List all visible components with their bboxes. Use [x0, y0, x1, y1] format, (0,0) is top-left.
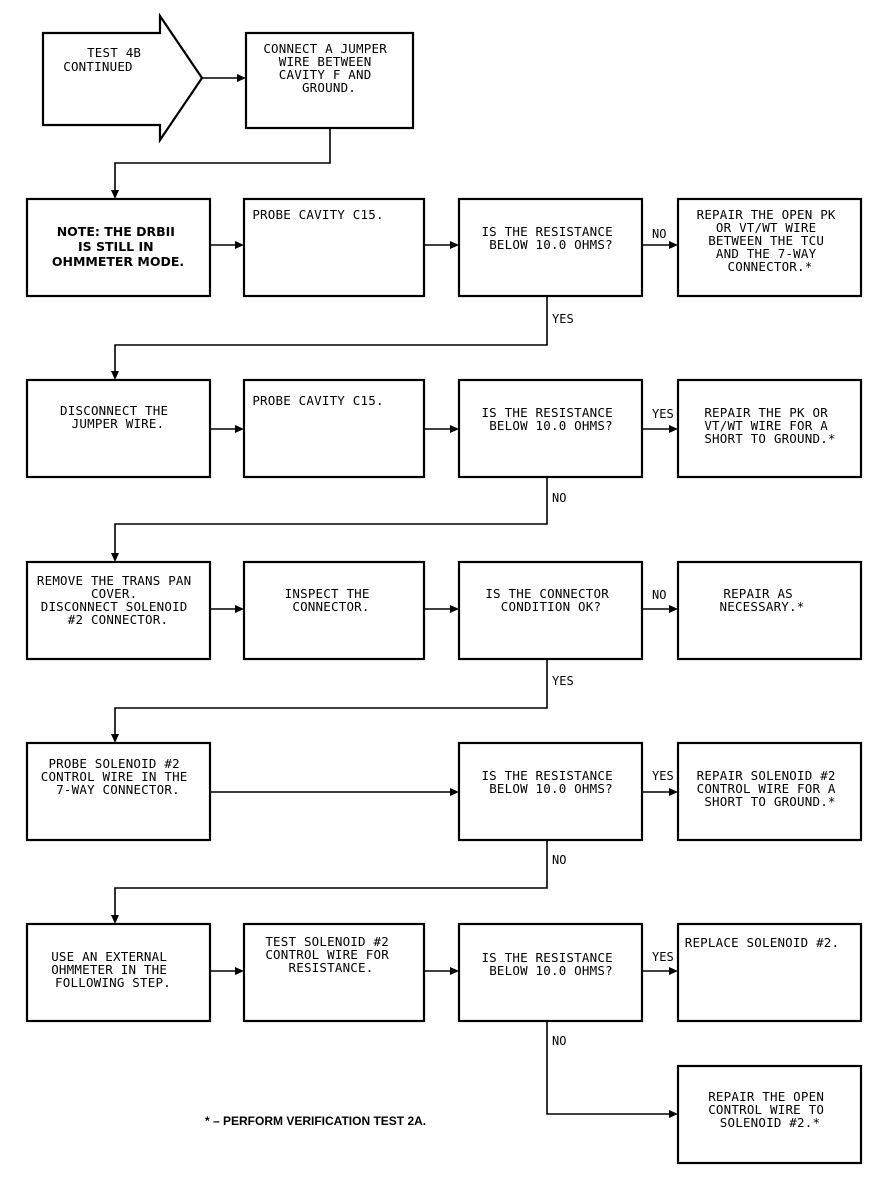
connector-decision4-no: NO — [111, 840, 566, 924]
svg-text:CONNECT A JUMPER WIRE BE: CONNECT A JUMPER WIRE BETWEEN CAVITY F A… — [263, 41, 394, 95]
label-yes-4: YES — [652, 769, 674, 783]
svg-text:REPAIR THE OPEN PK OR VT: REPAIR THE OPEN PK OR VT/WT WIRE BETWEEN… — [697, 207, 844, 274]
connector-inspect-to-decision3 — [424, 605, 459, 613]
svg-text:INSPECT THE CONNECTOR.: INSPECT THE CONNECTOR. — [285, 586, 378, 614]
decision-resistance-3: IS THE RESISTANCE BELOW 10.0 OHMS? — [457, 741, 644, 842]
connector-probe-to-decision2 — [424, 425, 459, 433]
connector-decision1-no: NO — [642, 227, 678, 249]
decision-connector: IS THE CONNECTOR CONDITION OK? — [457, 560, 644, 661]
step-repair-open-control: REPAIR THE OPEN CONTROL WIRE TO SOLENOID… — [676, 1064, 863, 1165]
label-no-1: NO — [652, 227, 666, 241]
step-probe-solenoid: PROBE SOLENOID #2 CONTROL WIRE IN THE 7-… — [25, 741, 212, 842]
footnote: * – PERFORM VERIFICATION TEST 2A. — [205, 1114, 426, 1128]
step-replace-solenoid: REPLACE SOLENOID #2. — [676, 922, 863, 1023]
svg-text:NOTE: THE DRBII IS STIL: NOTE: THE DRBII IS STILL IN OHMMETER MOD… — [52, 224, 184, 269]
connector-note-to-probe — [210, 241, 244, 249]
svg-text:USE AN EXTERNAL OHMMETER: USE AN EXTERNAL OHMMETER IN THE FOLLOWIN… — [51, 949, 175, 990]
decision-resistance-2: IS THE RESISTANCE BELOW 10.0 OHMS? — [457, 378, 644, 479]
svg-text:IS THE RESISTANCE BELOW: IS THE RESISTANCE BELOW 10.0 OHMS? — [481, 405, 620, 433]
svg-text:IS THE CONNECTOR CONDITI: IS THE CONNECTOR CONDITION OK? — [485, 586, 616, 614]
connector-decision3-no: NO — [642, 588, 678, 613]
svg-text:REPAIR SOLENOID #2 CONTR: REPAIR SOLENOID #2 CONTROL WIRE FOR A SH… — [697, 768, 844, 809]
step-repair-pk-short: REPAIR THE PK OR VT/WT WIRE FOR A SHORT … — [676, 378, 863, 479]
svg-text:IS THE RESISTANCE BELOW: IS THE RESISTANCE BELOW 10.0 OHMS? — [481, 224, 620, 252]
svg-text:PROBE CAVITY C15.: PROBE CAVITY C15. — [252, 393, 383, 408]
decision-resistance-4: IS THE RESISTANCE BELOW 10.0 OHMS? — [457, 922, 644, 1023]
svg-text:REPAIR THE PK OR VT/WT W: REPAIR THE PK OR VT/WT WIRE FOR A SHORT … — [704, 405, 835, 446]
svg-text:REMOVE THE TRANS PAN COV: REMOVE THE TRANS PAN COVER. DISCONNECT S… — [37, 573, 199, 627]
connector-decision5-no: NO — [546, 1021, 678, 1118]
step-inspect-connector: INSPECT THE CONNECTOR. — [242, 560, 426, 661]
connector-test-to-decision5 — [424, 967, 459, 975]
start-arrow-shape: TEST 4B CONTINUED — [41, 12, 204, 144]
label-no-4: NO — [552, 853, 566, 867]
step-repair-solenoid-short: REPAIR SOLENOID #2 CONTROL WIRE FOR A SH… — [676, 741, 863, 842]
step-remove-pan: REMOVE THE TRANS PAN COVER. DISCONNECT S… — [25, 560, 212, 661]
label-no-2: NO — [552, 491, 566, 505]
connector-decision2-no: NO — [111, 477, 566, 562]
svg-text:DISCONNECT THE JUMPER WI: DISCONNECT THE JUMPER WIRE. — [60, 403, 176, 431]
step-repair-as-necessary: REPAIR AS NECESSARY.* — [676, 560, 863, 661]
svg-text:IS THE RESISTANCE BELOW: IS THE RESISTANCE BELOW 10.0 OHMS? — [481, 950, 620, 978]
connector-ohmmeter-to-test — [210, 967, 244, 975]
connector-probe-solenoid-to-decision4 — [210, 788, 459, 796]
step-repair-open-pk: REPAIR THE OPEN PK OR VT/WT WIRE BETWEEN… — [676, 197, 863, 298]
svg-text:REPLACE SOLENOID #2.: REPLACE SOLENOID #2. — [685, 935, 840, 950]
decision-resistance-1: IS THE RESISTANCE BELOW 10.0 OHMS? — [457, 197, 644, 298]
connector-decision2-yes: YES — [642, 407, 678, 433]
svg-text:REPAIR THE OPEN CONTROL: REPAIR THE OPEN CONTROL WIRE TO SOLENOID… — [708, 1089, 832, 1130]
step-probe-c15-a: PROBE CAVITY C15. — [242, 197, 426, 298]
label-yes-2: YES — [652, 407, 674, 421]
svg-text:PROBE CAVITY C15.: PROBE CAVITY C15. — [252, 207, 383, 222]
label-yes-3: YES — [552, 674, 574, 688]
svg-text:PROBE SOLENOID #2 CONTRO: PROBE SOLENOID #2 CONTROL WIRE IN THE 7-… — [41, 756, 196, 797]
label-no-3: NO — [652, 588, 666, 602]
svg-text:REPAIR AS NECESSARY.*: REPAIR AS NECESSARY.* — [720, 586, 805, 614]
connector-remove-to-inspect — [210, 605, 244, 613]
step-use-ohmmeter: USE AN EXTERNAL OHMMETER IN THE FOLLOWIN… — [25, 922, 212, 1023]
step-test-solenoid: TEST SOLENOID #2 CONTROL WIRE FOR RESIST… — [242, 922, 426, 1023]
connector-disconnect-to-probe — [210, 425, 244, 433]
connector-decision3-yes: YES — [111, 659, 574, 743]
svg-text:TEST SOLENOID #2 CONTROL: TEST SOLENOID #2 CONTROL WIRE FOR RESIST… — [265, 934, 396, 975]
start-label: TEST 4B CONTINUED — [63, 45, 149, 74]
step-note: NOTE: THE DRBII IS STILL IN OHMMETER MOD… — [25, 197, 212, 298]
label-yes-5: YES — [652, 950, 674, 964]
label-yes-1: YES — [552, 312, 574, 326]
connector-decision1-yes: YES — [111, 296, 574, 380]
connector-connect-to-note — [111, 128, 331, 199]
connector-start-to-connect — [202, 74, 246, 82]
connector-decision5-yes: YES — [642, 950, 678, 975]
step-disconnect-jumper: DISCONNECT THE JUMPER WIRE. — [25, 378, 212, 479]
connector-probe-to-decision1 — [424, 241, 459, 249]
step-probe-c15-b: PROBE CAVITY C15. — [242, 378, 426, 479]
step-connect-jumper: CONNECT A JUMPER WIRE BETWEEN CAVITY F A… — [244, 31, 415, 130]
connector-decision4-yes: YES — [642, 769, 678, 796]
label-no-5: NO — [552, 1034, 566, 1048]
svg-text:IS THE RESISTANCE BELOW: IS THE RESISTANCE BELOW 10.0 OHMS? — [481, 768, 620, 796]
